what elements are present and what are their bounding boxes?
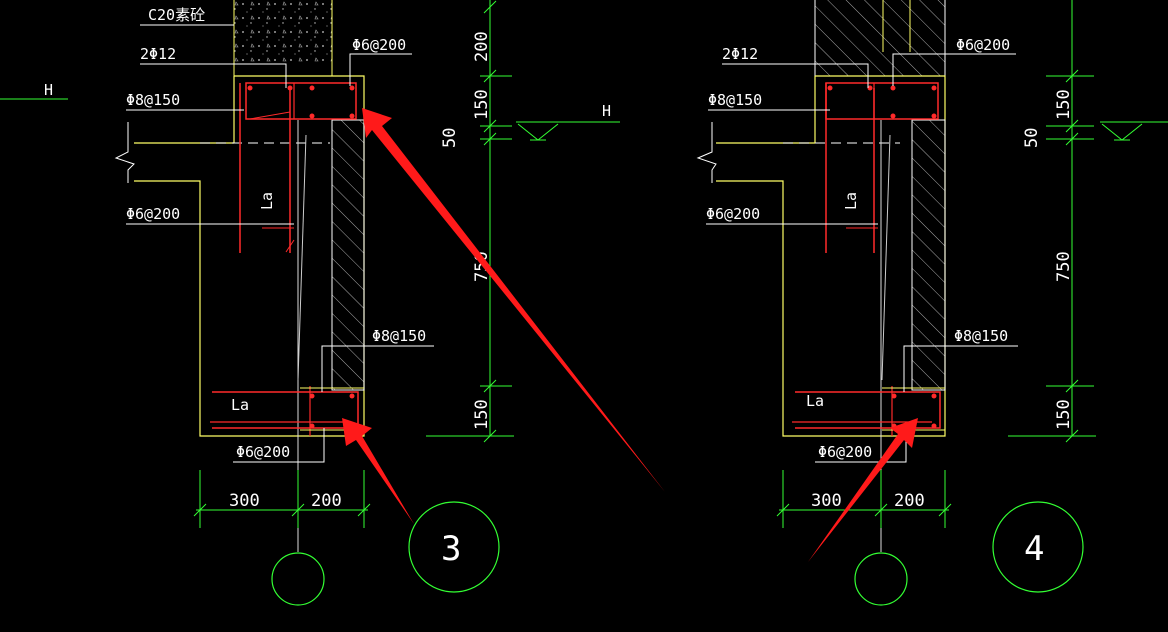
level-mark-text: H (602, 102, 611, 120)
hdim-300: 300 (811, 491, 842, 511)
horizontal-dimension-chain (193, 470, 371, 528)
label-top-bars: 2Φ12 (722, 45, 758, 63)
break-line (696, 122, 717, 183)
axis-bubble (854, 552, 908, 606)
label-lap-bottom: La (806, 392, 824, 410)
masonry-column-top (814, 0, 946, 76)
slab-line (881, 134, 891, 381)
vdim-200: 200 (472, 31, 492, 62)
hdim-300: 300 (229, 491, 260, 511)
annotation-foot-bar: Φ8@150 (321, 327, 434, 392)
vdim-50: 50 (1022, 128, 1042, 148)
label-foot-stirrup: Φ6@200 (818, 443, 872, 461)
masonry-hatch (911, 119, 946, 391)
hdim-200: 200 (894, 491, 925, 511)
annotation-mid-stirrup: Φ6@200 (706, 205, 878, 225)
label-mid-stirrup: Φ6@200 (706, 205, 760, 223)
annotation-foot-bar: Φ8@150 (903, 327, 1018, 392)
hdim-200: 200 (311, 491, 342, 511)
vdim-150-bottom: 150 (1054, 399, 1074, 430)
detail-3: C20素砼 2Φ12 Φ6@200 Φ8@150 Φ6@200 La La Φ8… (114, 0, 620, 606)
break-line (114, 122, 135, 183)
horizontal-dimension-chain (776, 470, 952, 528)
label-lap-bottom: La (231, 396, 249, 414)
label-lap-top: La (258, 192, 276, 210)
level-symbol: H (516, 102, 620, 141)
vertical-dimension-chain (426, 0, 514, 443)
label-concrete: C20素砼 (148, 6, 205, 24)
vdim-150-top: 150 (1054, 89, 1074, 120)
vertical-dimension-chain (1008, 0, 1096, 443)
vdim-750: 750 (1054, 251, 1074, 282)
markup-arrows (342, 108, 918, 562)
footing-rebar (210, 386, 364, 436)
vdim-50: 50 (440, 128, 460, 148)
annotation-hook-bar: Φ8@150 (708, 91, 830, 111)
label-mid-stirrup: Φ6@200 (126, 205, 180, 223)
label-top-stirrup: Φ6@200 (956, 36, 1010, 54)
detail-number: 3 (441, 529, 461, 569)
label-foot-bar: Φ8@150 (372, 327, 426, 345)
label-foot-bar: Φ8@150 (954, 327, 1008, 345)
vdim-150-bottom: 150 (472, 399, 492, 430)
vdim-150-top: 150 (472, 89, 492, 120)
annotation-hook-bar: Φ8@150 (126, 91, 244, 111)
label-hook-bar: Φ8@150 (126, 91, 180, 109)
markup-arrow-detail-3 (342, 418, 414, 524)
markup-arrow-detail-4 (808, 418, 918, 562)
label-top-bars: 2Φ12 (140, 45, 176, 63)
slab-line (297, 134, 307, 381)
annotation-top-stirrup: Φ6@200 (349, 36, 412, 86)
level-symbol (1100, 121, 1168, 141)
detail-number-circle (408, 501, 500, 593)
annotation-concrete: C20素砼 (140, 6, 234, 26)
annotation-mid-stirrup: Φ6@200 (126, 205, 294, 225)
wall-outline (134, 75, 365, 437)
markup-arrow-long (362, 108, 665, 492)
plain-concrete-column (233, 0, 333, 76)
annotation-foot-stirrup: Φ6@200 (233, 428, 325, 463)
wall-outline (716, 75, 946, 437)
detail-number: 4 (1024, 529, 1044, 569)
axis-bubble (271, 552, 325, 606)
label-lap-top: La (842, 192, 860, 210)
top-beam-rebar (825, 82, 939, 253)
annotation-top-bars: 2Φ12 (722, 45, 869, 88)
top-beam-rebar (239, 82, 357, 253)
label-top-stirrup: Φ6@200 (352, 36, 406, 54)
detail-number-circle (992, 501, 1084, 593)
detail-4: 2Φ12 Φ6@200 Φ8@150 Φ6@200 La La Φ8@150 Φ… (696, 0, 1168, 606)
left-edge-level-text: H (44, 81, 53, 99)
masonry-hatch (331, 119, 365, 391)
annotation-top-bars: 2Φ12 (140, 45, 287, 88)
label-hook-bar: Φ8@150 (708, 91, 762, 109)
label-foot-stirrup: Φ6@200 (236, 443, 290, 461)
annotation-top-stirrup: Φ6@200 (892, 36, 1016, 86)
left-edge-level-mark: H (0, 81, 68, 100)
